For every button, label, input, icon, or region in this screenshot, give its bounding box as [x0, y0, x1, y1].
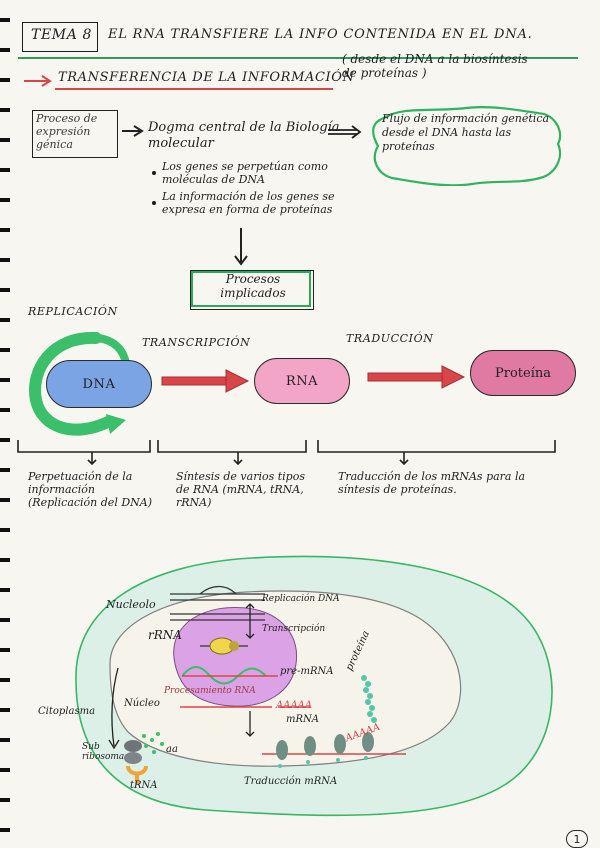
- aa-label: aa: [166, 744, 178, 755]
- rrna-label: rRNA: [148, 628, 182, 642]
- aaaaa-label: AAAAA: [276, 700, 312, 711]
- central-dogma-arrow-icon: [325, 124, 365, 140]
- transfer-heading: TRANSFERENCIA DE LA INFORMACIÓN: [58, 70, 354, 85]
- process-brackets: [0, 430, 600, 470]
- pre-mrna-label: pre-mRNA: [280, 666, 333, 677]
- rna-node: RNA: [254, 358, 350, 404]
- replication-label: REPLICACIÓN: [28, 305, 118, 318]
- polymerase-icon: [200, 632, 250, 662]
- protein-node: Proteína: [470, 350, 576, 396]
- bullet-dot-icon-2: [150, 199, 158, 207]
- traduccion-mrna-label: Traducción mRNA: [244, 776, 337, 787]
- transcripcion-label: Transcripción: [262, 624, 325, 634]
- page-number-text: 1: [574, 833, 581, 846]
- translation-description: Traducción de los mRNAs para la síntesis…: [338, 470, 528, 496]
- protein-label: Proteína: [495, 366, 551, 381]
- translation-arrow-icon: [366, 364, 468, 390]
- central-dogma-bullet-2: La información de los genes se expresa e…: [162, 190, 362, 216]
- translation-mrna-icon: [242, 724, 412, 780]
- transfer-note: ( desde el DNA a la biosíntesis de prote…: [342, 52, 542, 80]
- protein-chain-icon: [356, 672, 382, 726]
- page-number: 1: [566, 830, 588, 848]
- subunidades-label: Sub ribosomas: [82, 742, 122, 762]
- translation-label: TRADUCCIÓN: [346, 332, 433, 345]
- citoplasma-label: Citoplasma: [38, 706, 95, 717]
- nucleolo-label: Nucleolo: [106, 598, 156, 611]
- transcription-arrow-icon: [160, 368, 252, 394]
- processes-box-text: Procesos implicados: [198, 272, 308, 300]
- replicacion-dna-label: Replicación DNA: [262, 594, 342, 605]
- bullet-dot-icon-1: [150, 169, 158, 177]
- pre-mrna-icon: [182, 662, 282, 686]
- gene-expression-text: Proceso de expresión génica: [36, 112, 114, 151]
- dna-node: DNA: [46, 360, 152, 408]
- page-title: EL RNA TRANSFIERE LA INFO CONTENIDA EN E…: [108, 27, 533, 42]
- flow-cloud-text: Flujo de información genética desde el D…: [382, 112, 552, 154]
- transcription-description: Síntesis de varios tipos de RNA (mRNA, t…: [176, 470, 316, 509]
- replication-description: Perpetuación de la información (Replicac…: [28, 470, 160, 509]
- notebook-rings: [0, 0, 10, 848]
- tema-label: TEMA 8: [31, 27, 92, 43]
- procesamiento-label: Procesamiento RNA: [164, 686, 258, 697]
- gene-expression-arrow-icon: [120, 124, 146, 138]
- transfer-underline: [55, 86, 335, 94]
- trna-label: tRNA: [130, 780, 158, 791]
- transfer-arrow-icon: [22, 73, 56, 89]
- rna-label: RNA: [286, 374, 318, 389]
- central-dogma-bullet-1: Los genes se perpetúan como moléculas de…: [162, 160, 357, 186]
- dna-label: DNA: [83, 377, 116, 392]
- processes-down-arrow-icon: [232, 226, 250, 268]
- transcription-label: TRANSCRIPCIÓN: [142, 336, 250, 349]
